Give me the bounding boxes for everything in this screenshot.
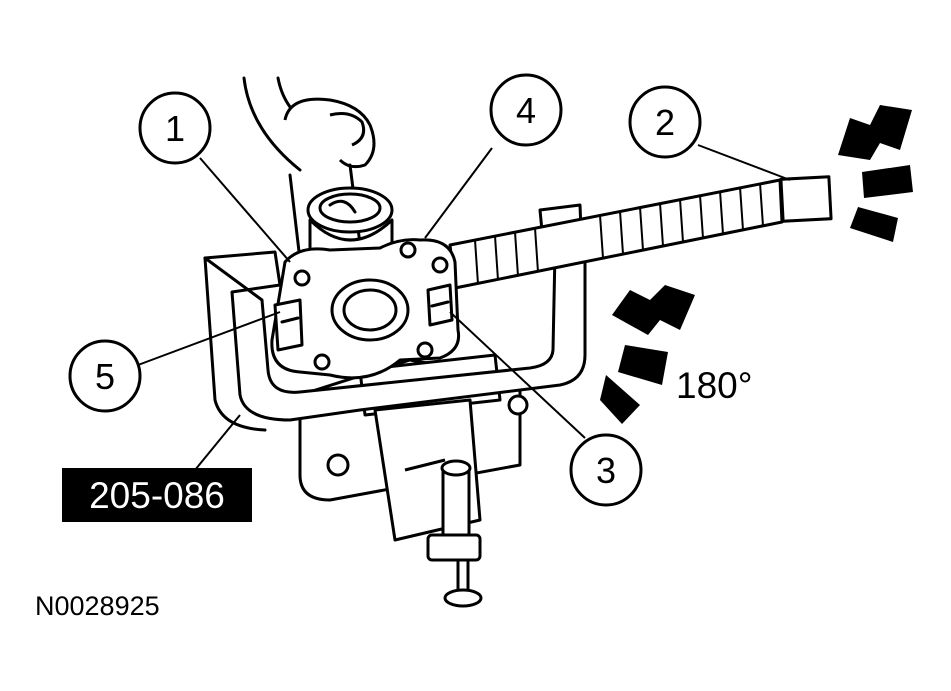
forcing-screw bbox=[448, 175, 833, 290]
vise-handle bbox=[426, 459, 483, 608]
rotation-arrow-icon-bolt bbox=[838, 105, 913, 242]
column-flange bbox=[270, 238, 461, 380]
svg-text:5: 5 bbox=[95, 356, 115, 397]
technician-hand bbox=[242, 76, 376, 262]
callout-3: 3 bbox=[569, 433, 643, 507]
special-tool-label: 205-086 bbox=[62, 468, 252, 522]
figure-id: N0028925 bbox=[35, 591, 160, 621]
leader-lines bbox=[137, 144, 791, 471]
svg-text:1: 1 bbox=[165, 108, 185, 149]
rotation-arrow-icon-180 bbox=[600, 285, 695, 424]
svg-text:205-086: 205-086 bbox=[89, 475, 225, 516]
callout-5: 5 bbox=[68, 339, 142, 413]
svg-text:4: 4 bbox=[516, 90, 536, 131]
callout-4: 4 bbox=[489, 73, 563, 147]
rotation-label: 180° bbox=[676, 365, 753, 406]
callout-1: 1 bbox=[138, 91, 212, 165]
callout-2: 2 bbox=[628, 85, 702, 159]
svg-text:3: 3 bbox=[596, 450, 616, 491]
svg-text:2: 2 bbox=[655, 102, 675, 143]
